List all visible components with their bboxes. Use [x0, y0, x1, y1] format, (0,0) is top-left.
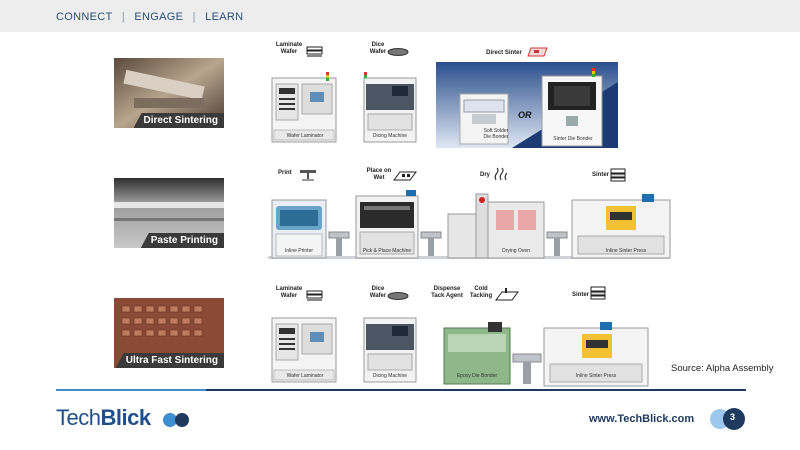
- direct-sintering-photo: Direct Sintering: [114, 58, 224, 128]
- step-label-cold-tacking: Cold Tacking: [469, 286, 493, 299]
- process-diagram: Direct Sintering Laminate Wafer Dice Waf…: [92, 32, 674, 392]
- top-bar: CONNECT | ENGAGE | LEARN: [0, 0, 800, 32]
- machine-label: Pick & Place Machine: [362, 248, 412, 254]
- pick-place-machine: [355, 190, 419, 259]
- row-title: Direct Sintering: [133, 113, 224, 128]
- tacking-icon: [495, 288, 519, 301]
- row-direct-sintering: Direct Sintering Laminate Wafer Dice Waf…: [92, 40, 674, 148]
- sinter-stack-icon: [610, 168, 626, 182]
- row-title: Ultra Fast Sintering: [115, 353, 224, 368]
- logo-text-blick: Blick: [100, 405, 151, 430]
- machine-label: Drying Oven: [502, 248, 530, 254]
- laminate-icon: [306, 46, 323, 57]
- machine-label: Soft Solder Die Bonder: [483, 128, 509, 140]
- conveyor-module: [328, 231, 350, 256]
- logo-text-tech: Tech: [56, 405, 101, 430]
- machine-label: Sinter Die Bonder: [553, 136, 593, 142]
- machine-label: Epoxy Die Bonder: [456, 373, 498, 379]
- soft-solder-die-bonder: [459, 93, 509, 145]
- nav-learn[interactable]: LEARN: [205, 11, 244, 23]
- footer-divider-accent: [56, 389, 206, 391]
- dicing-machine: [363, 317, 417, 383]
- step-label-dispense: Dispense Tack Agent: [431, 286, 463, 299]
- top-nav: CONNECT | ENGAGE | LEARN: [56, 11, 243, 23]
- drying-oven: [447, 193, 545, 259]
- machine-label: Inline Sinter Press: [575, 373, 617, 379]
- machine-label: Dicing Machine: [372, 373, 408, 379]
- paste-printing-photo: Paste Printing: [114, 178, 224, 248]
- nav-separator: |: [121, 11, 126, 23]
- dicing-machine: [363, 72, 417, 143]
- row-paste-printing: Paste Printing Print Place on Wet Dry Si…: [92, 164, 674, 268]
- row-ultra-fast-sintering: Ultra Fast Sintering Laminate Wafer Dice…: [92, 282, 674, 390]
- machine-label: Inline Sinter Press: [605, 248, 647, 254]
- step-label-dice: Dice Wafer: [369, 42, 387, 55]
- step-label-print: Print: [278, 170, 292, 176]
- laminate-icon: [306, 290, 323, 301]
- wafer-laminator-machine: [271, 72, 337, 143]
- machine-label: Dicing Machine: [372, 133, 408, 139]
- step-label-sinter: Sinter: [592, 172, 610, 178]
- sinter-die-icon: [527, 47, 548, 57]
- ultra-fast-sintering-photo: Ultra Fast Sintering: [114, 298, 224, 368]
- conveyor-module: [420, 231, 442, 256]
- step-label-dry: Dry: [480, 172, 491, 178]
- page-number-badge: 3: [709, 408, 747, 430]
- print-icon: [300, 170, 316, 181]
- step-label-place: Place on Wet: [366, 168, 392, 181]
- place-icon: [393, 171, 417, 181]
- nav-engage[interactable]: ENGAGE: [134, 11, 184, 23]
- techblick-logo[interactable]: TechBlick: [56, 405, 151, 431]
- step-label-sinter: Sinter: [572, 292, 590, 298]
- page-number: 3: [730, 412, 736, 422]
- step-label-laminate: Laminate Wafer: [275, 42, 303, 55]
- website-link[interactable]: www.TechBlick.com: [589, 413, 695, 425]
- inline-printer: [271, 199, 327, 259]
- source-caption: Source: Alpha Assembly: [671, 363, 774, 374]
- inline-sinter-press: [543, 322, 649, 387]
- sinter-stack-icon: [590, 286, 606, 300]
- machine-label: Wafer Laminator: [286, 133, 324, 139]
- wafer-laminator-machine: [271, 317, 337, 383]
- nav-connect[interactable]: CONNECT: [56, 11, 113, 23]
- step-label-laminate: Laminate Wafer: [275, 286, 303, 299]
- epoxy-die-bonder: [443, 322, 511, 385]
- footer-divider: [56, 389, 746, 391]
- or-label: OR: [518, 110, 532, 120]
- conveyor-module: [546, 231, 568, 256]
- logo-dots-icon: [163, 413, 189, 427]
- nav-separator: |: [192, 11, 196, 23]
- conveyor-module: [512, 353, 542, 384]
- sinter-die-bonder: [541, 68, 603, 147]
- machine-label: Inline Printer: [284, 248, 314, 254]
- row-title: Paste Printing: [140, 233, 224, 248]
- page-badge-icon: [710, 408, 745, 430]
- step-label-dice: Dice Wafer: [369, 286, 387, 299]
- wafer-icon: [387, 292, 409, 300]
- machine-label: Wafer Laminator: [286, 373, 324, 379]
- inline-sinter-press: [571, 194, 671, 259]
- step-label-direct-sinter: Direct Sinter: [486, 50, 522, 56]
- wafer-icon: [387, 48, 409, 56]
- heat-icon: [494, 167, 508, 181]
